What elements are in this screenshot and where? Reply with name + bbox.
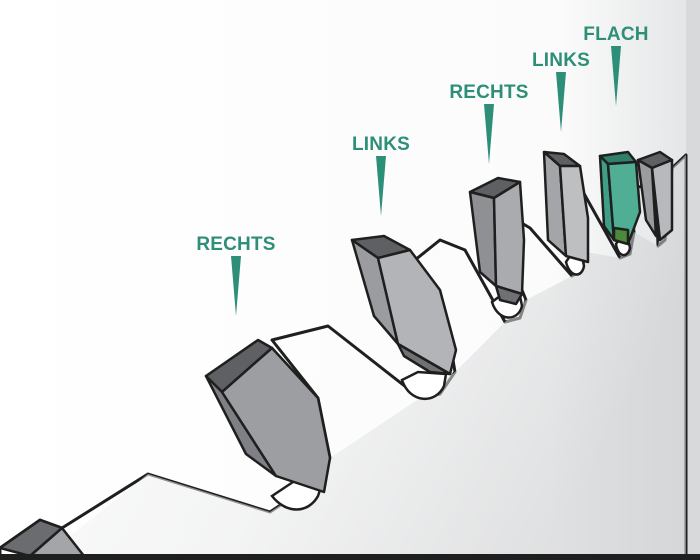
label-links-2: LINKS	[532, 50, 590, 132]
label-links-1: LINKS	[352, 134, 410, 216]
pointer-links-2	[556, 72, 566, 132]
label-rechts-2: RECHTS	[449, 82, 528, 164]
label-rechts-1-text: RECHTS	[196, 234, 275, 255]
tooth-rechts-1-side	[220, 346, 332, 494]
pointer-rechts-1	[231, 256, 241, 316]
pointer-rechts-2	[484, 104, 494, 164]
label-flach-text: FLACH	[583, 24, 648, 45]
label-links-2-text: LINKS	[532, 50, 590, 71]
tooth-links-1	[350, 234, 458, 376]
label-links-1-text: LINKS	[352, 134, 410, 155]
tooth-links-2-side	[558, 164, 590, 264]
tooth-partial-right	[636, 150, 674, 242]
bottom-border	[0, 554, 700, 560]
tooth-rechts-1	[204, 338, 332, 494]
pointer-links-1	[376, 156, 386, 216]
gullet-2	[400, 370, 448, 401]
label-flach: FLACH	[583, 24, 648, 106]
tooth-links-2	[542, 150, 590, 264]
tooth-flach	[598, 150, 642, 246]
tooth-rechts-2	[468, 176, 526, 306]
tooth-partial-left	[0, 518, 86, 558]
pointer-flach	[611, 46, 621, 106]
blade-shading	[40, 155, 686, 560]
label-rechts-2-text: RECHTS	[449, 82, 528, 103]
edge-shadow	[686, 0, 700, 560]
label-rechts-1: RECHTS	[196, 234, 275, 316]
tooth-rechts-2-side	[492, 180, 526, 296]
